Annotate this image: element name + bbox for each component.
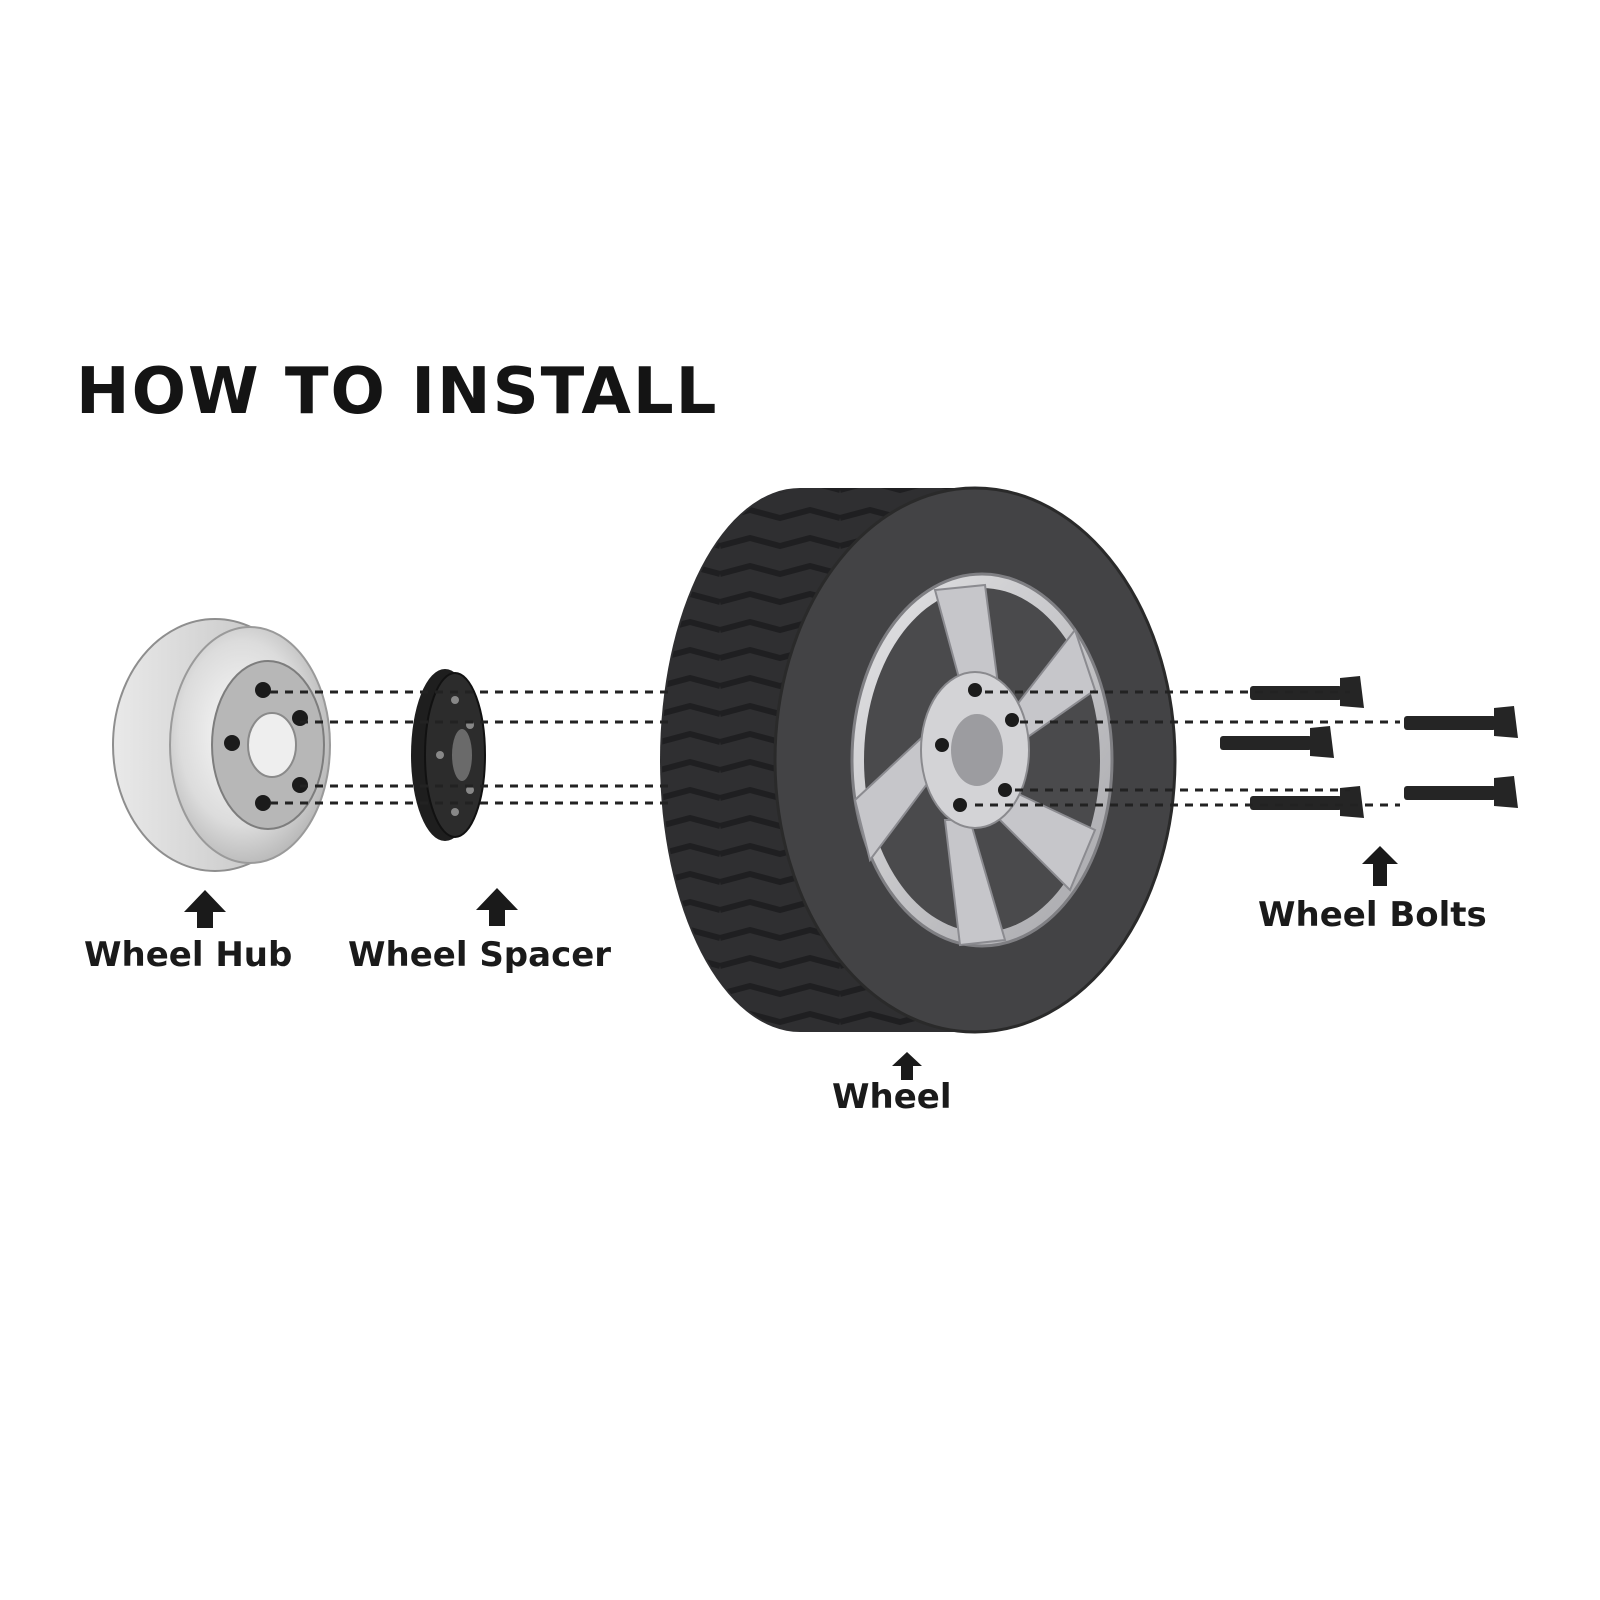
label-wheel-spacer: Wheel Spacer xyxy=(348,935,612,975)
wheel-bolt xyxy=(1404,706,1518,738)
page-title: HOW TO INSTALL xyxy=(76,355,719,429)
wheel-bolt xyxy=(1250,676,1364,708)
wheel-spacer xyxy=(411,669,486,841)
arrow-up-icon xyxy=(476,888,518,926)
arrow-up-icon xyxy=(892,1052,922,1080)
wheel xyxy=(660,486,1177,1034)
wheel-bolts xyxy=(1220,676,1518,818)
wheel-hub xyxy=(112,618,331,872)
label-wheel-bolts: Wheel Bolts xyxy=(1258,895,1487,935)
wheel-bolt xyxy=(1220,726,1334,758)
arrow-up-icon xyxy=(184,890,226,928)
label-wheel-hub: Wheel Hub xyxy=(84,935,293,975)
arrow-up-icon xyxy=(1362,846,1398,886)
wheel-bolt xyxy=(1250,786,1364,818)
alignment-lines xyxy=(270,690,1400,807)
label-wheel: Wheel xyxy=(832,1077,952,1117)
wheel-bolt xyxy=(1404,776,1518,808)
